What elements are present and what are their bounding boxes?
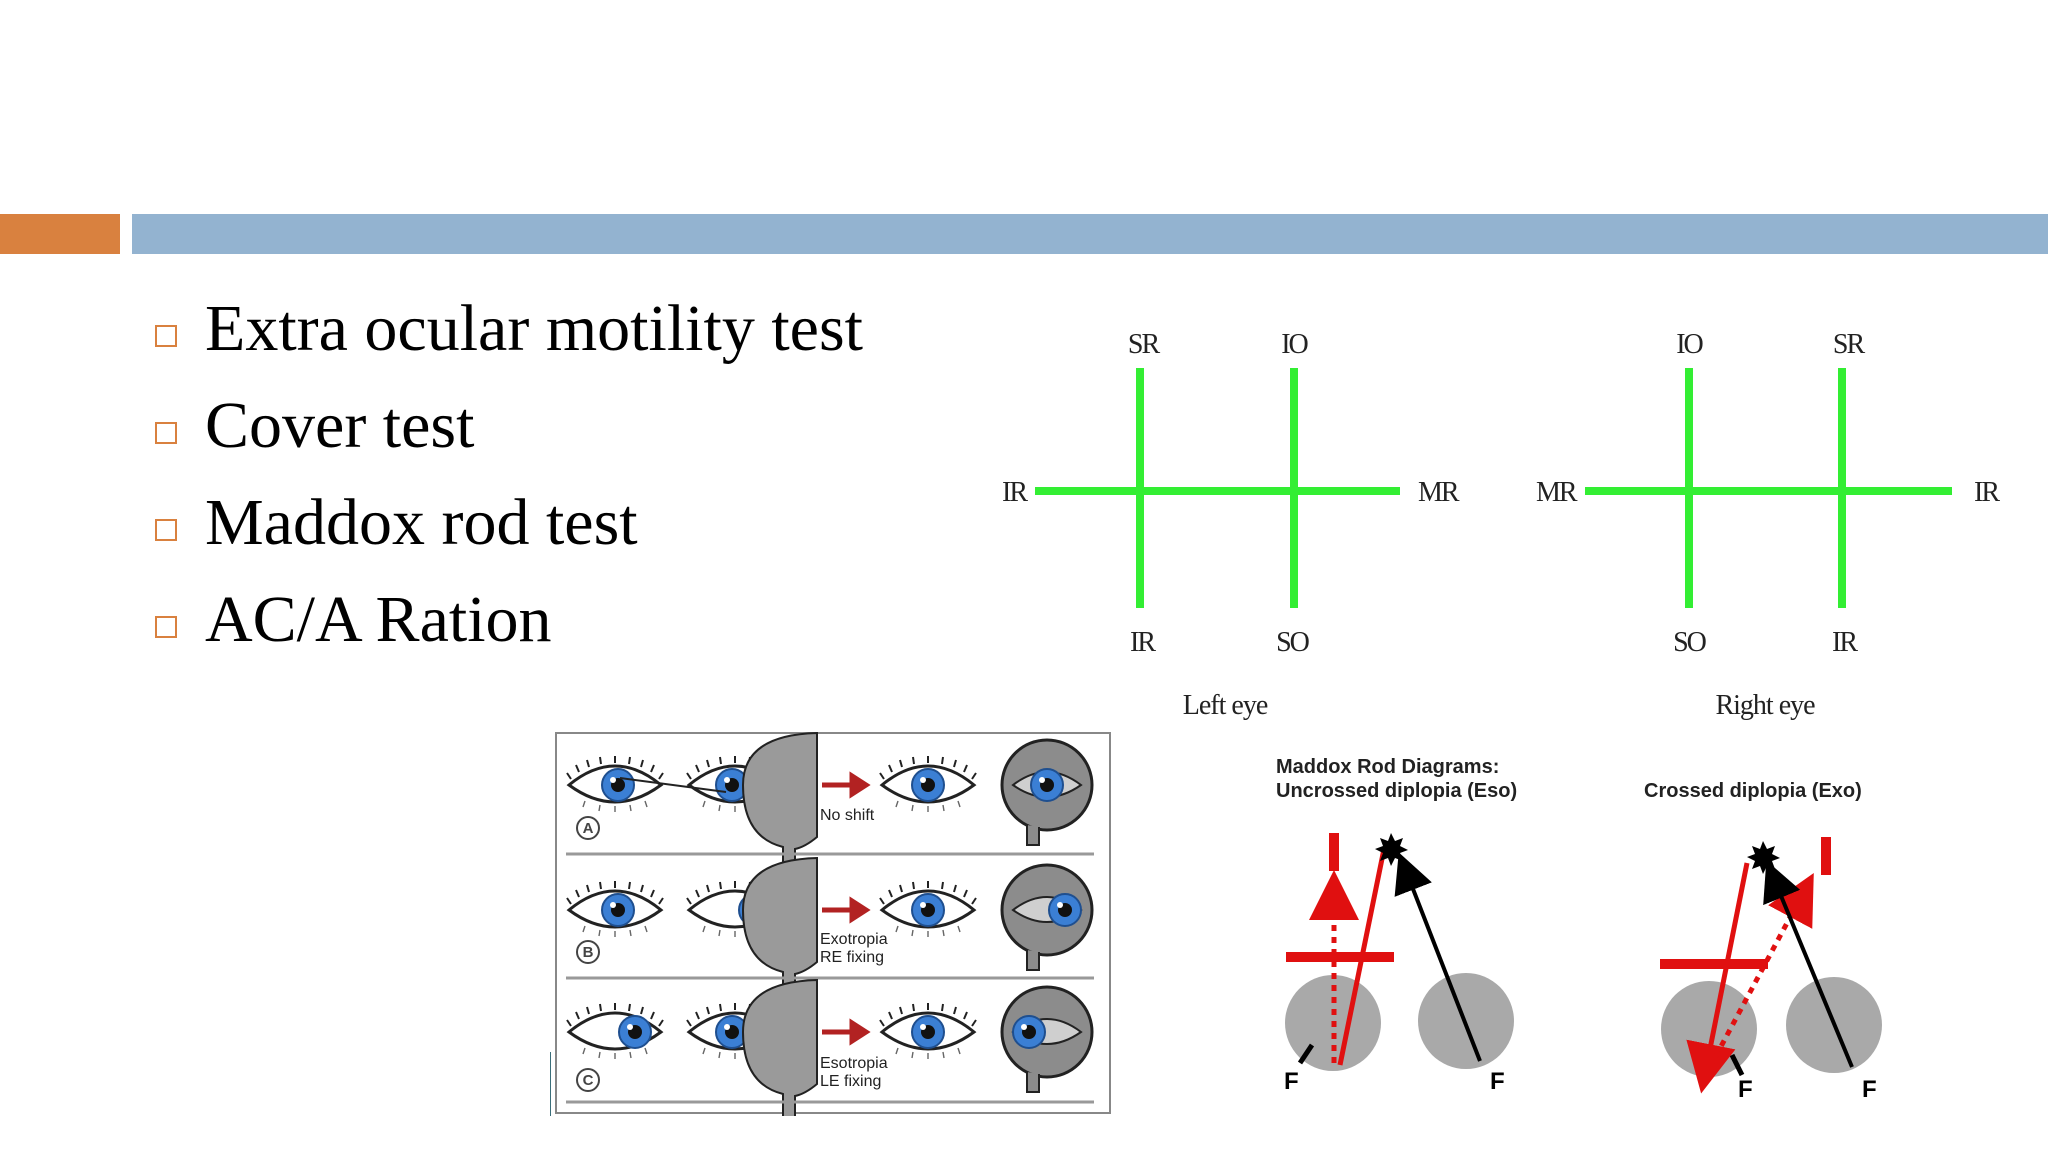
row-letter: B	[583, 944, 594, 961]
uncrossed-diagram: F F	[1284, 833, 1514, 1095]
bullet-item: Cover test	[155, 377, 863, 474]
muscle-label: IR	[1130, 627, 1156, 658]
red-ray	[1686, 862, 1750, 1094]
bullet-item: Extra ocular motility test	[155, 280, 863, 377]
right-eye-chart: IO SR SO IR MR IR Right eye	[1536, 329, 2002, 721]
bullet-text: AC/A Ration	[205, 582, 552, 656]
accent-bar-orange	[0, 214, 120, 254]
eye-caption: Left eye	[1183, 690, 1268, 721]
fixation-label: F	[1490, 1068, 1505, 1095]
maddox-rod	[1660, 959, 1768, 969]
bullet-square-icon	[155, 421, 177, 444]
muscle-label: IO	[1281, 329, 1308, 360]
bullet-list: Extra ocular motility test Cover test Ma…	[155, 280, 863, 668]
bullet-text: Cover test	[205, 388, 475, 462]
black-ray	[1763, 860, 1854, 1068]
light-source-icon	[1375, 833, 1408, 866]
eye-caption: Right eye	[1715, 690, 1815, 721]
black-ray	[1394, 852, 1482, 1062]
bullet-item: AC/A Ration	[155, 571, 863, 668]
dashed-ray	[1707, 872, 1814, 1069]
muscle-label: IR	[1002, 477, 1028, 508]
muscle-label: SO	[1276, 627, 1310, 658]
row-letter: A	[583, 820, 594, 837]
bullet-text: Extra ocular motility test	[205, 291, 864, 365]
cover-row-a: A No shift	[565, 732, 1094, 882]
bullet-text: Maddox rod test	[205, 485, 638, 559]
muscle-label: IR	[1974, 477, 2000, 508]
light-source-icon	[1747, 841, 1780, 874]
crossed-label: Crossed diplopia (Exo)	[1644, 780, 1862, 802]
bullet-square-icon	[155, 615, 177, 638]
bullet-item: Maddox rod test	[155, 474, 863, 571]
maddox-title: Maddox Rod Diagrams:	[1276, 756, 1499, 778]
maddox-rod	[1286, 952, 1394, 962]
bullet-square-icon	[155, 324, 177, 347]
maddox-rod-figure: Maddox Rod Diagrams: Uncrossed diplopia …	[1276, 756, 1882, 1103]
muscle-label: IR	[1832, 627, 1858, 658]
muscle-label: SR	[1128, 329, 1161, 360]
red-streak	[1329, 833, 1339, 871]
red-ray	[1337, 848, 1387, 1066]
fixation-label: F	[1862, 1076, 1877, 1103]
fixation-label: F	[1738, 1076, 1753, 1103]
fixation-label: F	[1284, 1068, 1299, 1095]
left-eye-chart: SR IO IR SO IR MR Left eye	[1002, 329, 1462, 721]
muscle-label: MR	[1536, 477, 1578, 508]
row-letter: C	[583, 1072, 594, 1089]
muscle-label: IO	[1676, 329, 1703, 360]
uncrossed-label: Uncrossed diplopia (Eso)	[1276, 780, 1517, 802]
muscle-label: SR	[1833, 329, 1866, 360]
row-caption: No shift	[820, 807, 875, 824]
motility-diagram: SR IO IR SO IR MR Left eye IO SR SO IR M…	[1002, 329, 2002, 721]
red-streak	[1821, 837, 1831, 875]
bullet-square-icon	[155, 518, 177, 541]
crossed-diagram: F F	[1660, 837, 1882, 1103]
accent-bar-blue	[132, 214, 2048, 254]
muscle-label: SO	[1673, 627, 1707, 658]
muscle-label: MR	[1418, 477, 1460, 508]
